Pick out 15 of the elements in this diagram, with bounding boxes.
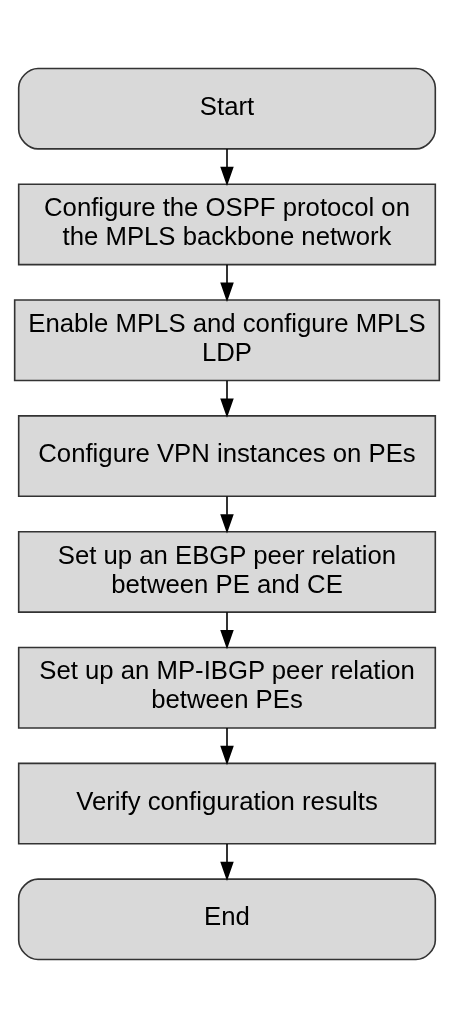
arrow xyxy=(220,842,234,881)
node-box: Set up an EBGP peer relation between PE and CE xyxy=(17,530,437,613)
node-box: Configure VPN instances on PEs xyxy=(17,414,437,497)
arrow xyxy=(220,610,234,649)
arrow xyxy=(220,379,234,418)
node-box: End xyxy=(17,877,437,960)
node-box: Configure the OSPF protocol on the MPLS backbone network xyxy=(17,182,437,265)
node-box: Set up an MP-IBGP peer relation between PEs xyxy=(17,646,437,729)
node-box: Verify configuration results xyxy=(17,762,437,845)
node-box: Start xyxy=(17,67,437,150)
arrow xyxy=(220,263,234,302)
arrow xyxy=(220,147,234,186)
node-box: Enable MPLS and configure MPLS LDP xyxy=(13,298,441,381)
arrow xyxy=(220,495,234,534)
arrow xyxy=(220,726,234,765)
